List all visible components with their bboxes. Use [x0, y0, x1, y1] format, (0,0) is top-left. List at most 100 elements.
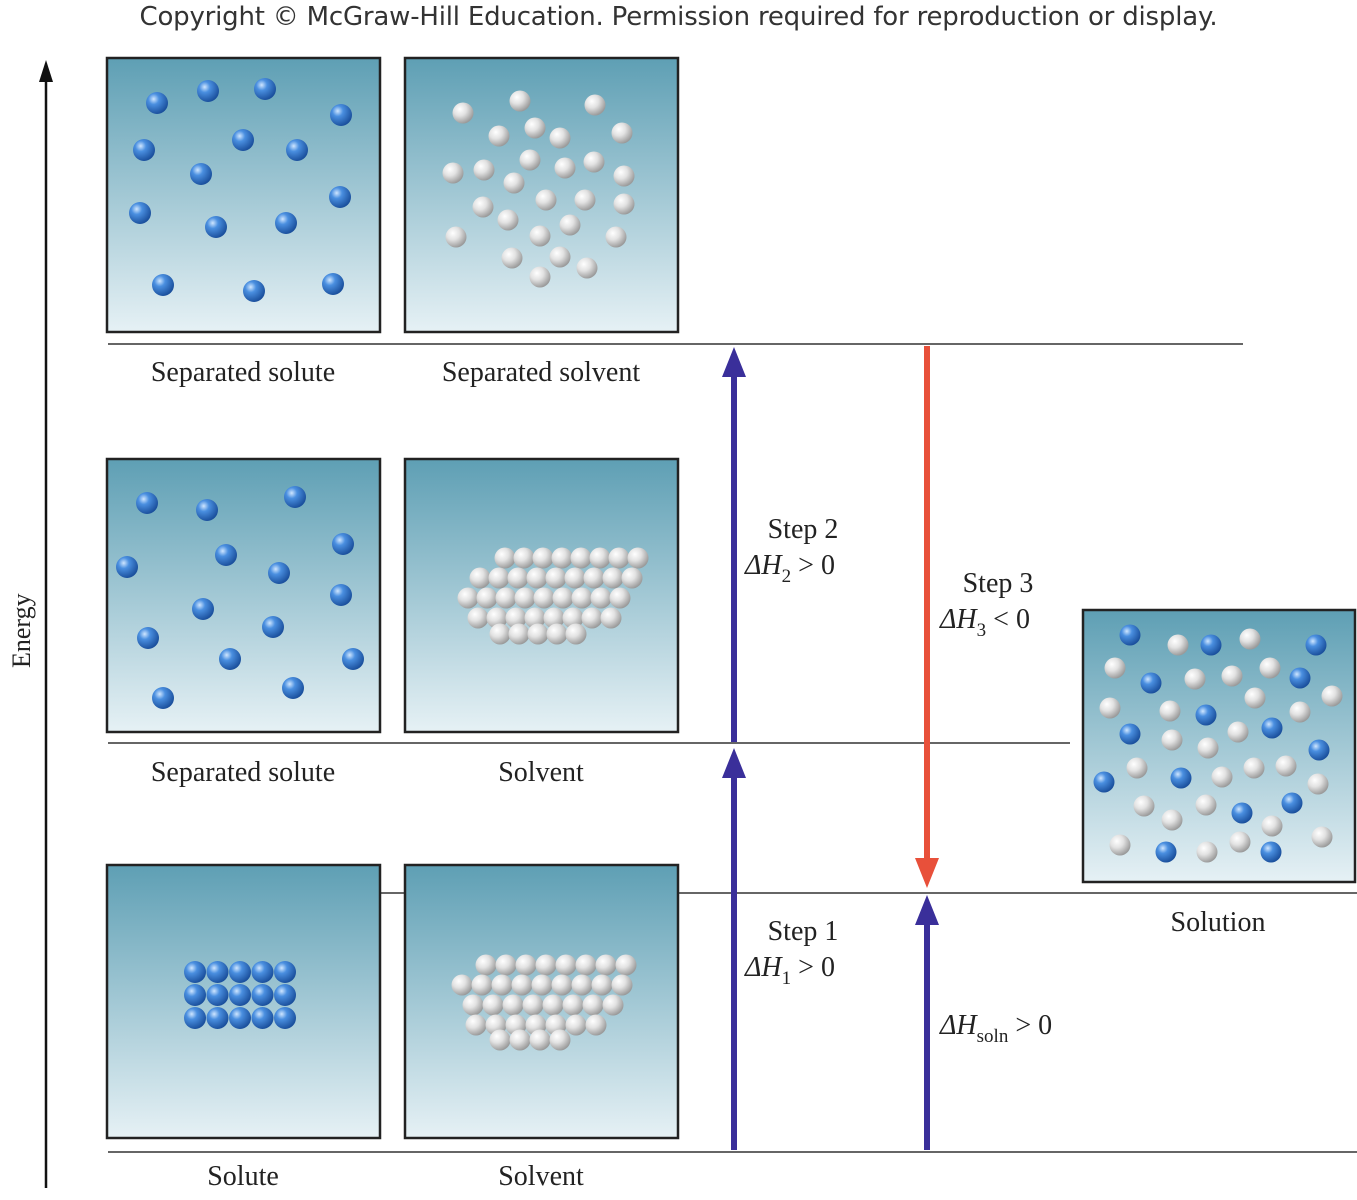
solute-particle [286, 139, 308, 161]
solute-particle [251, 961, 274, 983]
solution-solvent-particle [1221, 665, 1243, 687]
label-solution: Solution [1171, 907, 1266, 938]
solvent-particle [585, 1014, 607, 1036]
solvent-particle [571, 587, 593, 609]
solute-particle [229, 1007, 251, 1029]
solvent-particle [469, 567, 491, 589]
solute-particle [116, 556, 138, 578]
solvent-particle [559, 214, 581, 236]
solution-solute-particle [1200, 634, 1222, 656]
solvent-particle [519, 149, 541, 171]
solvent-particle [542, 994, 564, 1016]
solvent-particle [509, 90, 531, 112]
delta-h-soln-equation: ΔHsoln > 0 [939, 1010, 1052, 1047]
solvent-particle [514, 587, 536, 609]
solution-solvent-particle [1243, 757, 1265, 779]
solution-solvent-particle [1261, 815, 1283, 837]
solvent-particle [452, 102, 474, 124]
step3-arrow [915, 346, 939, 888]
solvent-particle [495, 954, 517, 976]
solvent-particle [515, 954, 537, 976]
energy-axis: Energy [7, 60, 53, 1188]
solute-particle [251, 984, 274, 1006]
solute-particle [284, 486, 306, 508]
solute-particle [232, 129, 254, 151]
solution-solvent-particle [1196, 841, 1218, 863]
solvent-particle [581, 607, 603, 629]
solvent-particle [497, 209, 519, 231]
step2-subscript: 2 [782, 566, 792, 587]
solvent-particle [551, 547, 573, 569]
solvent-particle [476, 587, 498, 609]
solution-solute-particle [1231, 802, 1253, 824]
solution-solute-particle [1093, 771, 1115, 793]
solvent-particle [602, 994, 624, 1016]
solvent-particle [488, 567, 510, 589]
solute-particle [329, 186, 351, 208]
solvent-particle [551, 974, 573, 996]
solvent-particle [467, 607, 489, 629]
solution-solvent-particle [1197, 737, 1219, 759]
solvent-particle [554, 157, 576, 179]
solvent-particle [462, 994, 484, 1016]
solvent-particle [562, 607, 584, 629]
solvent-particle [529, 1029, 551, 1051]
solvent-particle [472, 196, 494, 218]
solution-solvent-particle [1307, 773, 1329, 795]
label-middle-separated-solute: Separated solute [151, 757, 335, 788]
arrowhead-up-icon [722, 748, 746, 778]
solvent-particle [532, 547, 554, 569]
step1-subscript: 1 [782, 968, 792, 989]
solvent-particle [600, 607, 622, 629]
solvent-particle [562, 994, 584, 1016]
solute-particle [146, 92, 168, 114]
axis-arrowhead-icon [39, 60, 53, 82]
solvent-particle [589, 547, 611, 569]
solvent-particle [442, 162, 464, 184]
energy-axis-label: Energy [7, 593, 36, 668]
solute-particle [243, 280, 265, 302]
solvent-particle [609, 587, 631, 609]
solvent-particle [574, 189, 596, 211]
solvent-particle [543, 607, 565, 629]
step3-title: Step 3 [963, 568, 1034, 599]
solute-particle [229, 961, 251, 983]
solvent-particle [527, 623, 549, 645]
label-middle-solvent: Solvent [498, 757, 584, 788]
solution-solvent-particle [1311, 826, 1333, 848]
label-top-separated-solvent: Separated solvent [442, 357, 640, 388]
label-bottom-solute: Solute [207, 1161, 279, 1192]
solvent-particle [494, 547, 516, 569]
solute-particle [342, 648, 364, 670]
solution-solvent-particle [1126, 757, 1148, 779]
solvent-particle [565, 1014, 587, 1036]
solute-particle [275, 212, 297, 234]
solvent-particle [590, 587, 612, 609]
solute-particle [262, 616, 284, 638]
solute-particle [152, 274, 174, 296]
solvent-particle [615, 954, 637, 976]
solvent-particle [482, 994, 504, 1016]
solvent-particle [595, 954, 617, 976]
solvent-particle [508, 623, 530, 645]
solute-particle [184, 984, 206, 1006]
solvent-particle [576, 257, 598, 279]
solution-solvent-particle [1109, 834, 1131, 856]
solution-solute-particle [1261, 717, 1283, 739]
solute-particle [282, 677, 304, 699]
arrowhead-down-icon [915, 858, 939, 888]
solution-solute-particle [1281, 792, 1303, 814]
solution-solvent-particle [1244, 687, 1266, 709]
solvent-particle [471, 974, 493, 996]
solute-particle [205, 216, 227, 238]
solvent-particle [495, 587, 517, 609]
step3-relation: < 0 [986, 604, 1030, 635]
solvent-particle [571, 974, 593, 996]
solution-solvent-particle [1227, 721, 1249, 743]
solvent-particle [486, 607, 508, 629]
solvent-particle [509, 1029, 531, 1051]
step3-delta: ΔH [939, 604, 978, 635]
solute-particle [196, 499, 218, 521]
solvent-particle [545, 567, 567, 589]
solute-particle [184, 961, 206, 983]
